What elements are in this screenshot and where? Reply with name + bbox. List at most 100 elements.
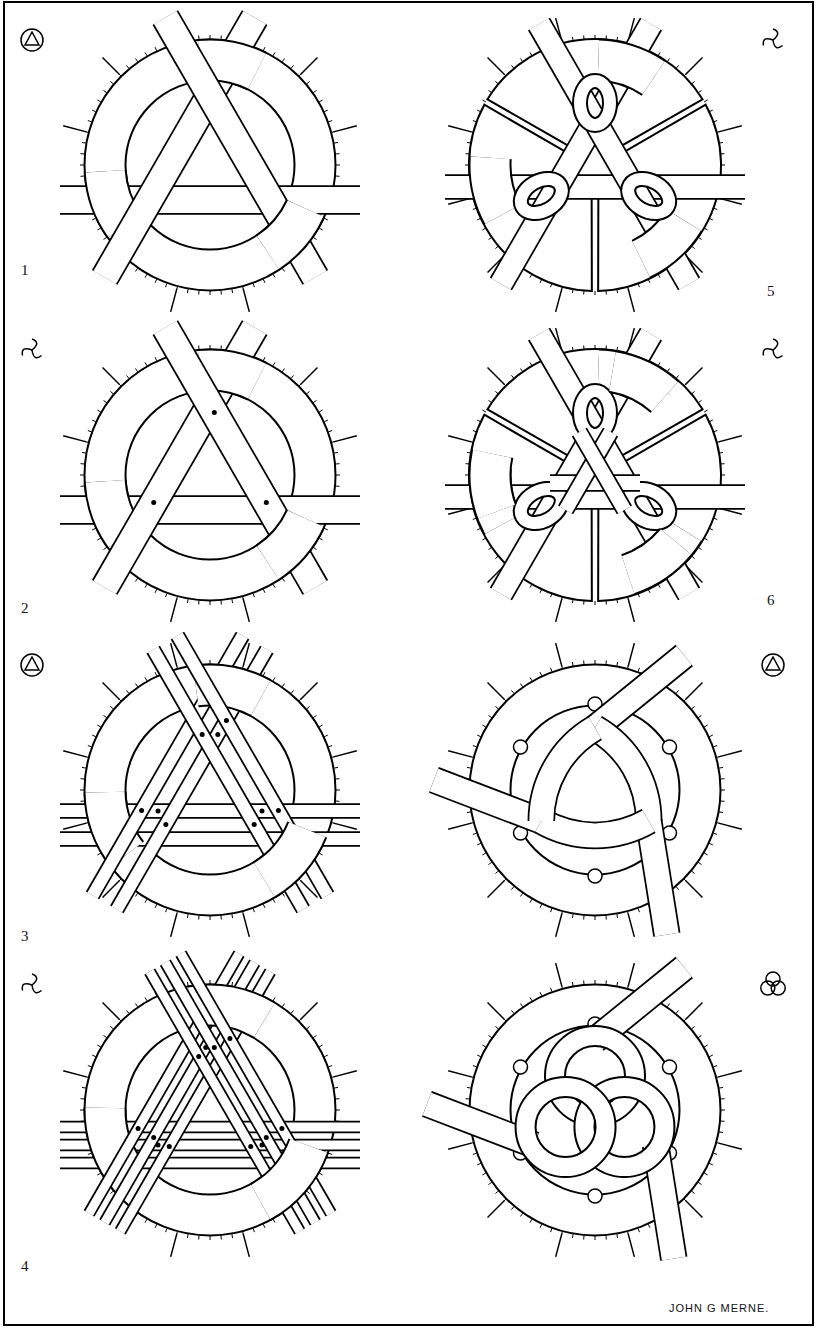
hatch-mark: [97, 853, 100, 855]
cut-dot: [260, 809, 265, 814]
hatch-mark: [324, 528, 328, 530]
hatch-mark: [273, 52, 275, 55]
ring-fill: [612, 371, 664, 396]
hatch-mark: [253, 593, 254, 597]
hatch-mark: [135, 369, 137, 372]
guide-tick: [686, 683, 703, 700]
hatch-mark: [145, 52, 147, 55]
band-fill: [177, 636, 327, 896]
guide-tick: [63, 751, 86, 757]
hatch-mark: [473, 833, 477, 834]
hatch-mark: [713, 746, 717, 747]
guide-tick: [488, 1201, 505, 1218]
hatch-mark: [82, 767, 86, 769]
hatch-mark: [291, 1010, 294, 1013]
hatch-mark: [698, 715, 701, 717]
hatch-mark: [595, 980, 596, 984]
hatch-mark: [489, 862, 492, 864]
band-fill: [541, 728, 595, 821]
hatch-mark: [616, 914, 618, 918]
hatch-mark: [210, 1236, 211, 1240]
band-outline: [177, 636, 327, 896]
guide-tick: [628, 963, 634, 986]
hatch-mark: [473, 1153, 477, 1154]
band-outline: [165, 963, 315, 1223]
band-fill: [595, 728, 649, 821]
band-fill: [539, 24, 689, 284]
hatch-mark: [595, 1236, 596, 1240]
figure-number: 4: [20, 1258, 30, 1275]
hatch-mark: [477, 735, 481, 737]
hatch-mark: [332, 131, 336, 132]
hatch-mark: [467, 1087, 471, 1089]
hatch-mark: [104, 547, 107, 549]
hatch-mark: [324, 420, 328, 422]
hatch-mark: [328, 121, 332, 122]
guide-tick: [686, 368, 703, 385]
hatch-mark: [97, 228, 100, 230]
hatch-mark: [263, 357, 265, 361]
ring-outline: [105, 171, 124, 226]
guide-tick: [448, 126, 471, 132]
guide-tick: [686, 881, 703, 898]
hatch-mark: [336, 790, 340, 791]
hatch-mark: [118, 698, 121, 701]
ring-fill: [490, 158, 502, 215]
cut-dot: [151, 1135, 156, 1140]
hatch-mark: [253, 1228, 254, 1232]
ring-fill: [105, 481, 124, 536]
hatch-mark: [176, 1232, 177, 1236]
hatch-mark: [110, 1026, 113, 1029]
guide-tick: [171, 599, 177, 622]
cut-dot: [248, 1144, 253, 1149]
band-fill: [622, 172, 675, 220]
hatch-mark: [88, 1153, 92, 1154]
hatch-mark: [282, 578, 284, 581]
figure-number: 2: [20, 600, 30, 617]
hatch-mark: [616, 982, 618, 986]
guide-tick: [488, 368, 505, 385]
hatch-mark: [198, 601, 199, 605]
hatch-mark: [334, 767, 338, 769]
cut-dot: [227, 1036, 232, 1041]
hatch-mark: [273, 997, 275, 1000]
hatch-mark: [80, 800, 84, 801]
hatch-mark: [88, 746, 92, 747]
hatch-mark: [80, 1110, 84, 1111]
band-fill: [165, 963, 315, 1223]
hatch-mark: [503, 1018, 506, 1021]
guide-tick: [334, 126, 357, 132]
hatch-mark: [82, 1087, 86, 1089]
symbol-icon: [773, 339, 778, 350]
guide-tick: [556, 289, 562, 312]
guide-tick: [243, 1234, 249, 1257]
hatch-mark: [336, 475, 340, 476]
hatch-mark: [253, 908, 254, 912]
hatch-mark: [80, 165, 84, 166]
hatch-mark: [126, 375, 129, 378]
hatch-mark: [628, 912, 629, 916]
hatch-mark: [187, 1234, 189, 1238]
hatch-mark: [605, 916, 606, 920]
hatch-mark: [145, 362, 147, 365]
hatch-mark: [336, 463, 340, 464]
hatch-mark: [332, 441, 336, 442]
hatch-mark: [80, 778, 84, 779]
hatch-mark: [263, 47, 265, 51]
guide-tick: [488, 881, 505, 898]
guide-tick: [488, 58, 505, 75]
hatch-mark: [638, 1228, 639, 1232]
hatch-mark: [155, 357, 157, 361]
hatch-mark: [638, 668, 639, 672]
band-fill: [539, 334, 689, 594]
guide-tick: [719, 1071, 742, 1077]
guide-tick: [103, 683, 120, 700]
figure-number: 1: [20, 262, 30, 279]
hatch-mark: [273, 1219, 275, 1222]
hatch-mark: [324, 218, 328, 220]
hatch-mark: [520, 1004, 522, 1007]
hatch-mark: [299, 1018, 302, 1021]
cut-dot: [139, 808, 144, 813]
ring-fill: [628, 542, 676, 575]
band-outline: [526, 1087, 606, 1167]
